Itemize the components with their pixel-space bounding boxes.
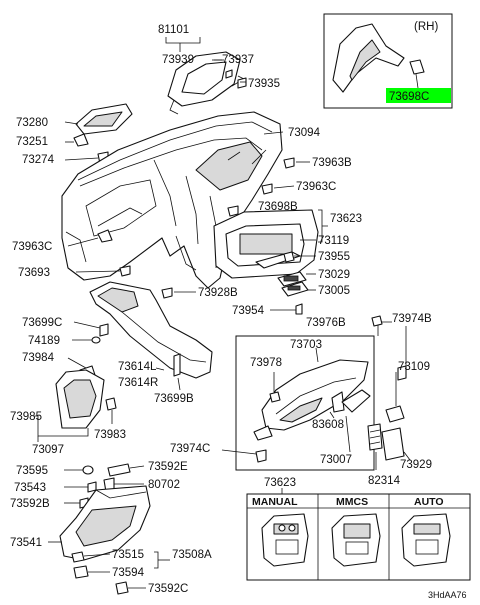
lock-83608: [331, 391, 345, 413]
label-73963c-r: 73963C: [296, 181, 336, 193]
clip-73983: [105, 397, 117, 411]
label-73985: 73985: [10, 411, 42, 423]
label-81101: 81101: [158, 24, 189, 36]
label-73005: 73005: [318, 285, 350, 297]
label-73963c-l: 73963C: [12, 241, 52, 253]
bolt-73928b: [161, 287, 173, 299]
label-73274: 73274: [22, 154, 55, 166]
variant-manual-label: MANUAL: [252, 496, 298, 508]
label-73007: 73007: [320, 454, 352, 466]
clip-73955: [283, 251, 295, 263]
highlight-73698c: [386, 88, 451, 103]
label-73963b: 73963B: [312, 157, 352, 169]
clip-73976b: [371, 315, 383, 327]
clip-73698b: [227, 205, 239, 217]
clip-73592c: [115, 581, 129, 595]
clip-73693: [119, 265, 131, 277]
clip-73515: [71, 551, 85, 563]
label-73119: 73119: [318, 235, 349, 247]
clip-73978: [269, 391, 281, 403]
variants-table: [246, 493, 471, 581]
label-73592b: 73592B: [10, 498, 50, 510]
mmcs-panel: [331, 513, 381, 567]
label-73251: 73251: [16, 136, 48, 148]
label-73976b: 73976B: [306, 317, 346, 329]
manual-panel: [261, 513, 309, 567]
label-73515: 73515: [112, 549, 144, 561]
part-labels: 81101 73939 73937 73935 73280 73094 7325…: [10, 21, 438, 595]
inset-side-label: (RH): [414, 21, 438, 33]
clip-73595: [82, 465, 94, 475]
label-73280: 73280: [16, 117, 48, 129]
label-82314: 82314: [368, 475, 401, 487]
clip-73251: [73, 133, 89, 147]
glovebox-link-73007: [253, 425, 273, 441]
label-73595: 73595: [16, 465, 48, 477]
label-73939: 73939: [162, 54, 194, 66]
label-73029: 73029: [318, 269, 350, 281]
variant-mmcs-label: MMCS: [336, 496, 368, 508]
hinge-73007: [341, 389, 371, 413]
glovebox-lid: [261, 359, 369, 431]
glovebox-group-frame: [235, 335, 375, 471]
clip-73963c-r: [261, 183, 273, 195]
cover-73929: [381, 427, 405, 461]
clip-73974c: [255, 449, 267, 463]
label-73541: 73541: [10, 537, 42, 549]
label-74189: 74189: [28, 335, 60, 347]
label-73594: 73594: [112, 567, 145, 579]
label-73109: 73109: [398, 361, 430, 373]
label-73623-b: 73623: [264, 477, 296, 489]
auto-panel: [401, 513, 451, 567]
clip-73963b: [283, 157, 295, 169]
rh-clip: [409, 59, 425, 75]
clip-73963c-l: [97, 229, 113, 243]
label-73699c: 73699C: [22, 317, 62, 329]
label-73928b: 73928B: [198, 287, 238, 299]
label-83608: 83608: [312, 419, 344, 431]
bracket-73592e: [107, 463, 131, 477]
label-73974c: 73974C: [170, 443, 210, 455]
screw-73954: [295, 303, 303, 315]
label-73614r: 73614R: [118, 377, 158, 389]
bracket-73939: [225, 69, 233, 79]
label-73978: 73978: [250, 357, 282, 369]
variant-auto-label: AUTO: [414, 496, 444, 508]
label-73094: 73094: [288, 127, 321, 139]
label-73543: 73543: [14, 482, 46, 494]
label-73614l: 73614L: [118, 361, 157, 373]
label-73937: 73937: [222, 54, 254, 66]
label-80702: 80702: [148, 479, 180, 491]
label-73703: 73703: [290, 339, 322, 351]
label-73699b: 73699B: [154, 393, 194, 405]
clip-73594: [73, 565, 89, 579]
label-73592e: 73592E: [148, 461, 188, 473]
label-73983: 73983: [94, 429, 126, 441]
label-73592c: 73592C: [148, 583, 188, 595]
label-73935: 73935: [248, 78, 280, 90]
screw-73699b: [173, 353, 181, 377]
rh-inset-frame: [323, 13, 453, 109]
label-73693: 73693: [18, 267, 50, 279]
washer-74189: [91, 336, 101, 344]
rh-side-cover-shade: [349, 39, 381, 81]
label-73097: 73097: [32, 444, 64, 456]
label-73698b: 73698B: [258, 201, 298, 213]
clip-73543: [87, 481, 97, 493]
label-73954: 73954: [232, 305, 265, 317]
label-73508a: 73508A: [172, 549, 212, 561]
label-73929: 73929: [400, 459, 432, 471]
label-73974b: 73974B: [392, 313, 432, 325]
damper-73109: [385, 405, 405, 423]
drawing-code: 3HdAA76: [428, 590, 467, 600]
label-73698c: 73698C: [389, 91, 429, 103]
label-73984: 73984: [22, 352, 55, 364]
label-73623-r: 73623: [330, 213, 362, 225]
bolt-73699c: [99, 323, 109, 337]
clip-73974b: [397, 365, 407, 381]
label-73955: 73955: [318, 251, 350, 263]
